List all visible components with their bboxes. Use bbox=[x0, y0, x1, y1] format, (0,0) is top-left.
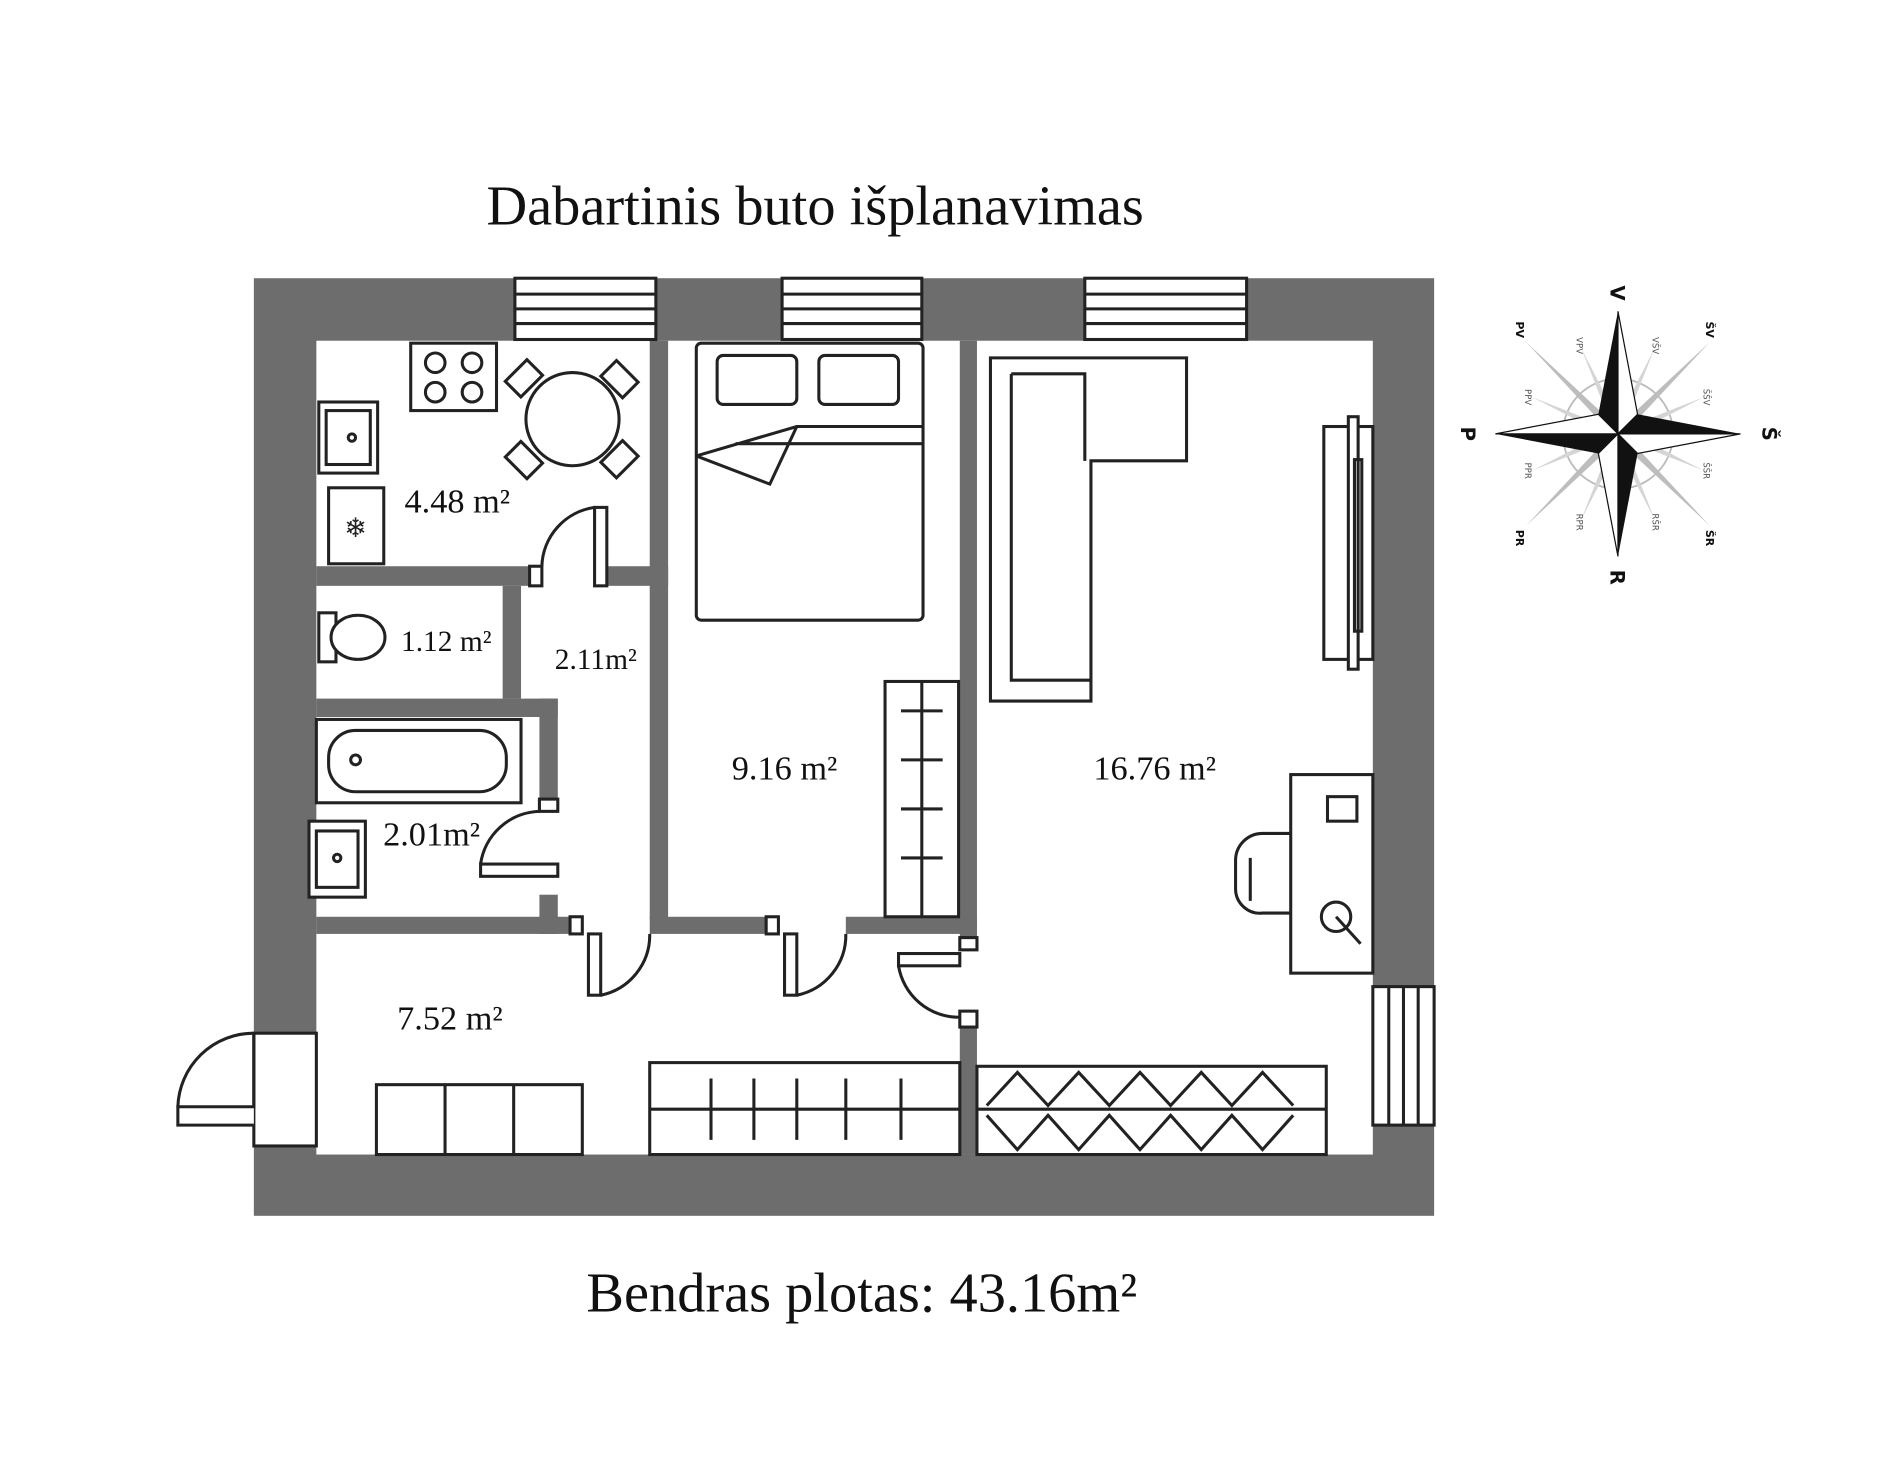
window bbox=[1083, 276, 1249, 342]
compass-rose-icon: V R Š P ŠV PV ŠR PR VŠV VPV ŠŠV PPV ŠŠR … bbox=[1456, 285, 1782, 584]
compass-east: Š bbox=[1758, 427, 1782, 441]
bathroom-sink-icon bbox=[307, 819, 367, 899]
compass-ne: ŠV bbox=[1703, 321, 1716, 338]
bedroom-area: 9.16 m² bbox=[732, 749, 838, 787]
compass-se: ŠR bbox=[1703, 530, 1716, 547]
living-room-wardrobe-icon bbox=[975, 1064, 1328, 1157]
living-room-door bbox=[896, 936, 979, 1029]
hallway-cabinet-icon bbox=[374, 1083, 584, 1157]
kitchen-sink-icon bbox=[317, 400, 380, 475]
stove-icon bbox=[409, 341, 499, 413]
sofa-icon bbox=[988, 356, 1189, 703]
kitchen-area: 4.48 m² bbox=[405, 482, 511, 520]
svg-text:❄: ❄ bbox=[344, 513, 367, 543]
closet-area: 2.11m² bbox=[555, 644, 637, 676]
hallway-wardrobe-icon bbox=[648, 1061, 962, 1157]
tv-stand-icon bbox=[1322, 415, 1375, 671]
compass-ene: ŠŠV bbox=[1701, 389, 1713, 406]
bedroom-wardrobe-icon bbox=[883, 679, 961, 919]
bed-icon bbox=[694, 341, 925, 622]
window bbox=[1371, 985, 1436, 1127]
compass-nnw: VPV bbox=[1573, 337, 1583, 354]
compass-nne: VŠV bbox=[1649, 337, 1661, 354]
compass-sse: RŠR bbox=[1649, 513, 1661, 530]
living-room-area: 16.76 m² bbox=[1093, 749, 1216, 787]
windows bbox=[513, 276, 1436, 1127]
window bbox=[513, 276, 658, 342]
room-labels: 4.48 m² 1.12 m² 2.11m² 2.01m² 9.16 m² 16… bbox=[383, 482, 1216, 1037]
compass-ese: ŠŠR bbox=[1701, 462, 1713, 479]
compass-wsw: PPR bbox=[1522, 462, 1532, 478]
bathtub-icon bbox=[314, 717, 523, 805]
bedroom-door bbox=[764, 915, 848, 997]
doors bbox=[176, 505, 979, 1148]
closet-door bbox=[568, 915, 652, 997]
compass-sw: PR bbox=[1513, 530, 1526, 547]
fridge-icon: ❄ bbox=[327, 486, 386, 566]
compass-north: V bbox=[1606, 285, 1629, 301]
compass-west: P bbox=[1456, 427, 1479, 441]
compass-ssw: RPR bbox=[1573, 514, 1583, 531]
plan-title: Dabartinis buto išplanavimas bbox=[486, 175, 1143, 237]
compass-wnw: PPV bbox=[1522, 389, 1532, 405]
kitchen-door bbox=[528, 505, 609, 588]
bathroom-door bbox=[479, 797, 560, 878]
compass-nw: PV bbox=[1513, 321, 1526, 338]
desk-icon bbox=[1234, 773, 1375, 975]
hallway-area: 7.52 m² bbox=[397, 1000, 503, 1038]
entry-door bbox=[176, 1031, 318, 1148]
dining-table-icon bbox=[503, 357, 641, 481]
bathroom-area: 2.01m² bbox=[383, 816, 480, 854]
total-area: Bendras plotas: 43.16m² bbox=[586, 1262, 1137, 1324]
compass-south: R bbox=[1606, 570, 1629, 585]
toilet-icon bbox=[317, 611, 387, 664]
window bbox=[780, 276, 924, 342]
wc-area: 1.12 m² bbox=[401, 626, 492, 658]
